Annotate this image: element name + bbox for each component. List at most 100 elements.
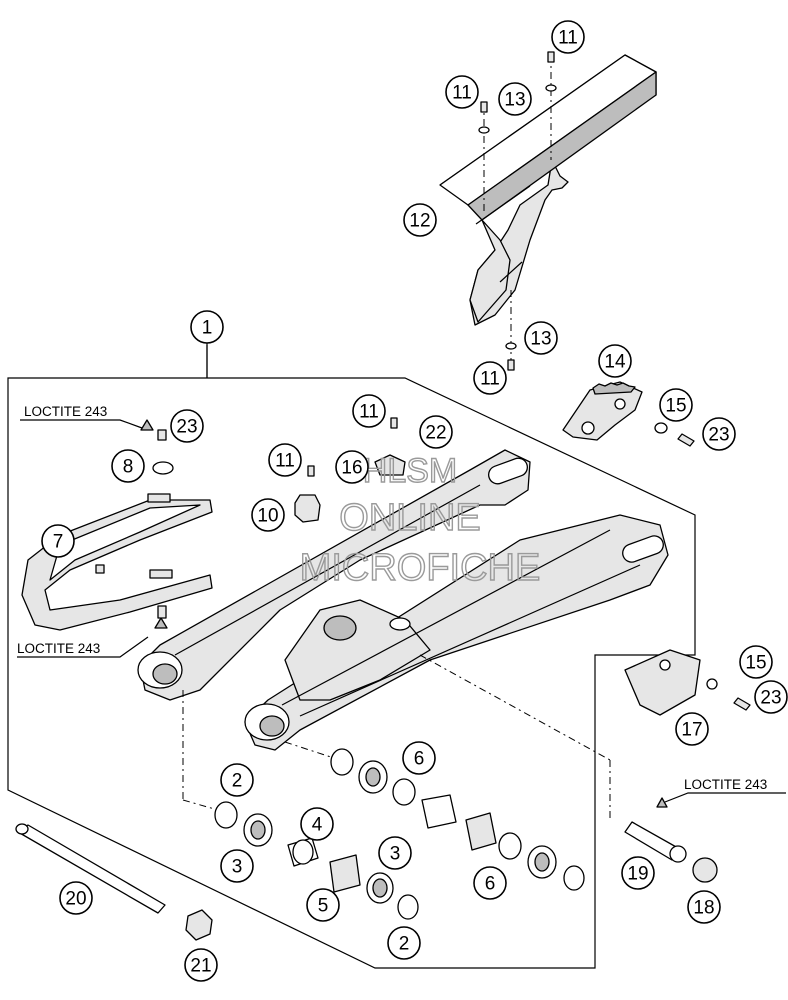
callout-c11c: 11 xyxy=(352,394,386,428)
callout-c19: 19 xyxy=(621,856,655,890)
callout-number: 23 xyxy=(708,425,729,446)
callout-number: 3 xyxy=(232,857,243,878)
callout-number: 14 xyxy=(604,352,626,373)
chain-slider xyxy=(21,493,213,631)
callout-circle xyxy=(184,948,218,982)
callout-c8: 8 xyxy=(111,449,145,483)
callout-c3a: 3 xyxy=(220,849,254,883)
callout-circle xyxy=(621,856,655,890)
callout-number: 23 xyxy=(760,688,781,709)
assembly-group-outline xyxy=(7,345,696,969)
callout-c4: 4 xyxy=(300,807,334,841)
chain-guard-fasteners xyxy=(478,51,557,371)
callout-number: 20 xyxy=(65,889,86,910)
callout-c12: 12 xyxy=(403,203,437,237)
callout-number: 5 xyxy=(318,896,329,917)
callout-circle xyxy=(352,394,386,428)
callout-circle xyxy=(268,443,302,477)
callout-c23b: 23 xyxy=(702,417,736,451)
callout-c7: 7 xyxy=(41,524,75,558)
callout-circle xyxy=(402,741,436,775)
svg-text:HLSM: HLSM xyxy=(363,452,457,490)
watermark: HLSM ONLINE MICROFICHE xyxy=(299,451,541,589)
part-callouts: 1223345667810111111111112131314151516171… xyxy=(41,20,788,982)
chain-guard xyxy=(439,54,657,326)
pivot-shaft xyxy=(15,823,213,941)
callout-circle xyxy=(306,888,340,922)
callout-number: 6 xyxy=(485,874,496,895)
callout-number: 23 xyxy=(176,417,197,438)
callout-c2b: 2 xyxy=(387,926,421,960)
callout-number: 11 xyxy=(275,451,295,472)
callout-number: 2 xyxy=(232,771,243,792)
callout-number: 22 xyxy=(425,423,446,444)
callout-circle xyxy=(387,926,421,960)
callout-circle xyxy=(498,82,532,116)
callout-c13b: 13 xyxy=(524,321,558,355)
callout-circle xyxy=(111,449,145,483)
callout-c11a: 11 xyxy=(551,20,585,54)
callout-circle xyxy=(659,388,693,422)
callout-number: 19 xyxy=(627,864,648,885)
svg-text:ONLINE: ONLINE xyxy=(339,497,480,539)
callout-number: 12 xyxy=(409,211,430,232)
callout-c6a: 6 xyxy=(402,741,436,775)
callout-number: 15 xyxy=(665,396,686,417)
callout-c21: 21 xyxy=(184,948,218,982)
callout-circle xyxy=(598,344,632,378)
callout-c23a: 23 xyxy=(170,409,204,443)
note-leaders xyxy=(17,343,786,803)
callout-number: 7 xyxy=(53,532,64,553)
callout-circle xyxy=(419,415,453,449)
callout-number: 11 xyxy=(452,83,472,104)
pivot-bearing-stack xyxy=(182,690,585,920)
chain-slider-guard xyxy=(562,381,695,447)
callout-c18: 18 xyxy=(687,890,721,924)
callout-circle xyxy=(739,645,773,679)
callout-circle xyxy=(687,890,721,924)
callout-c11e: 11 xyxy=(473,361,507,395)
swingarm-small-parts xyxy=(140,417,406,629)
axle-bolt xyxy=(419,654,718,883)
callout-c15b: 15 xyxy=(739,645,773,679)
callout-circle xyxy=(754,680,788,714)
callout-circle xyxy=(59,881,93,915)
callout-number: 1 xyxy=(202,318,213,339)
callout-circle xyxy=(524,321,558,355)
callout-number: 13 xyxy=(504,90,525,111)
callout-circle xyxy=(378,836,412,870)
callout-number: 11 xyxy=(558,28,578,49)
callout-c2a: 2 xyxy=(220,763,254,797)
callout-number: 2 xyxy=(399,934,410,955)
callout-c6b: 6 xyxy=(473,866,507,900)
callout-c3b: 3 xyxy=(378,836,412,870)
callout-c11d: 11 xyxy=(268,443,302,477)
callout-circle xyxy=(220,763,254,797)
callout-circle xyxy=(473,866,507,900)
swingarm xyxy=(137,449,669,751)
callout-circle xyxy=(170,409,204,443)
callout-number: 21 xyxy=(190,956,211,977)
callout-c14: 14 xyxy=(598,344,632,378)
callout-c10: 10 xyxy=(251,498,285,532)
callout-number: 11 xyxy=(359,402,379,423)
callout-circle xyxy=(702,417,736,451)
callout-circle xyxy=(403,203,437,237)
callout-circle xyxy=(445,75,479,109)
callout-c5: 5 xyxy=(306,888,340,922)
callout-c16: 16 xyxy=(335,450,369,484)
callout-number: 15 xyxy=(745,653,766,674)
callout-c11b: 11 xyxy=(445,75,479,109)
callout-number: 8 xyxy=(123,457,134,478)
callout-c1: 1 xyxy=(190,310,224,344)
callout-circle xyxy=(551,20,585,54)
callout-number: 10 xyxy=(257,506,278,527)
svg-text:MICROFICHE: MICROFICHE xyxy=(300,547,541,589)
callout-number: 17 xyxy=(681,720,702,741)
callout-circle xyxy=(220,849,254,883)
callout-c22: 22 xyxy=(419,415,453,449)
callout-number: 16 xyxy=(341,458,362,479)
callout-c20: 20 xyxy=(59,881,93,915)
callout-c23c: 23 xyxy=(754,680,788,714)
